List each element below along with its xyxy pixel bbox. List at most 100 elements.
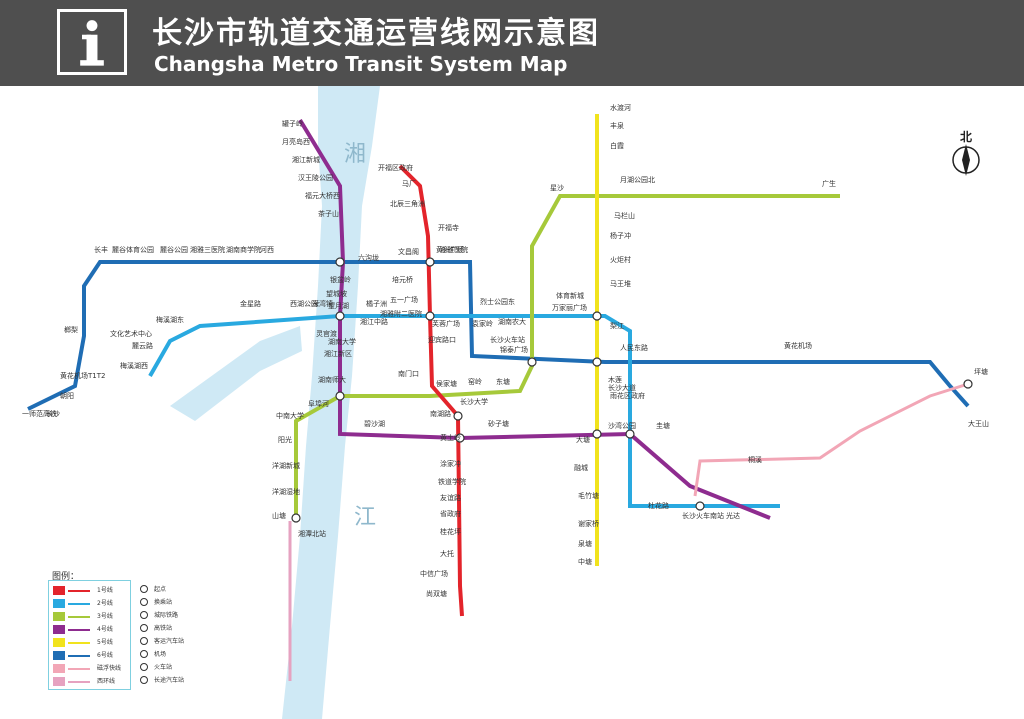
station-label[interactable]: 汉王陵公园 — [298, 173, 333, 182]
station-label[interactable]: 金星路 — [240, 299, 261, 308]
station-label[interactable]: 溁湾镇 — [312, 299, 333, 308]
station-label[interactable]: 茶子山 — [318, 209, 339, 218]
station-label[interactable]: 窑岭 — [468, 377, 482, 386]
station-label[interactable]: 西湖公园 — [290, 299, 318, 308]
station-label[interactable]: 涂家冲 — [440, 459, 461, 468]
station-label[interactable]: 梅溪湖东 — [156, 315, 184, 324]
station-label[interactable]: 碧沙湖 — [364, 419, 385, 428]
station-label[interactable]: 湖南农大 — [498, 317, 526, 326]
station-label[interactable]: 木莲 — [608, 375, 622, 384]
station-label[interactable]: 月亮岛西 — [282, 137, 310, 146]
station-label[interactable]: 铁道学院 — [438, 477, 466, 486]
station-label[interactable]: 马厂 — [402, 180, 416, 188]
station-label[interactable]: 黄花机场 — [784, 341, 812, 350]
station-label[interactable]: 袁家岭 — [472, 319, 493, 328]
station-label[interactable]: 芙蓉广场 — [432, 319, 460, 328]
station-label[interactable]: 泉塘 — [578, 539, 592, 548]
station-label[interactable]: 银盆岭 — [330, 275, 351, 284]
station-label[interactable]: 大塘 — [576, 435, 590, 444]
station-label[interactable]: 文化艺术中心 — [110, 329, 152, 338]
station-label[interactable]: 文昌阁 — [398, 247, 419, 256]
station-label[interactable]: 杜花路 — [648, 501, 669, 510]
station-label[interactable]: 广生 — [822, 179, 836, 188]
station-label[interactable]: 梅溪湖西 — [120, 361, 148, 370]
station-label[interactable]: 谢家桥 — [578, 519, 599, 528]
station-label[interactable]: 火炬村 — [610, 255, 631, 264]
station-label[interactable]: 麓谷公园 — [160, 245, 188, 254]
station-label[interactable]: 长沙火车南站 — [682, 511, 724, 520]
station-label[interactable]: 望月湖 — [328, 301, 349, 310]
station-label[interactable]: 沙湾公园 — [608, 421, 636, 430]
station-label[interactable]: 星沙 — [550, 184, 564, 192]
station-label[interactable]: 马栏山 — [614, 211, 635, 220]
station-label[interactable]: 湘江中路 — [360, 317, 388, 326]
station-label[interactable]: 中信广场 — [420, 569, 448, 578]
station-label[interactable]: 长沙火车站 — [490, 335, 525, 344]
station-label[interactable]: 中南大学 — [276, 411, 304, 420]
station-label[interactable]: 长沙 — [46, 409, 60, 418]
station-label[interactable]: 圭塘 — [656, 421, 670, 430]
station-label[interactable]: 北辰三角洲 — [390, 199, 425, 208]
station-label[interactable]: 山塘 — [272, 511, 286, 520]
station-label[interactable]: 黄花机场T1T2 — [60, 371, 105, 380]
station-label[interactable]: 桂花坪 — [440, 527, 461, 536]
station-label[interactable]: 五一广场 — [390, 295, 418, 304]
station-label[interactable]: 湘雅三医院 — [190, 245, 225, 254]
station-label[interactable]: 望城坡 — [326, 289, 347, 298]
station-label[interactable]: 月湖公园北 — [620, 175, 655, 184]
station-label[interactable]: 湘潭北站 — [298, 529, 326, 538]
metro-map[interactable]: 湘 江 罐子岭月亮岛西湘江新城汉王陵公园福元大桥西茶子山六沟垅开福区政府马厂北辰… — [0, 86, 1024, 719]
station-label[interactable]: 榔梨 — [64, 325, 78, 334]
station-label[interactable]: 南门口 — [398, 369, 419, 378]
station-label[interactable]: 湘江新城 — [292, 155, 320, 164]
station-label[interactable]: 长沙大道 — [608, 383, 636, 392]
station-label[interactable]: 阜埠河 — [308, 399, 329, 408]
station-label[interactable]: 友谊路 — [440, 493, 461, 502]
station-label[interactable]: 雨花区政府 — [610, 391, 645, 400]
station-label[interactable]: 尚双塘 — [426, 589, 447, 598]
station-label[interactable]: 灵官渡 — [316, 329, 337, 338]
station-label[interactable]: 马王堆 — [610, 279, 631, 288]
station-label[interactable]: 湘雅附二医院 — [380, 309, 422, 318]
station-label[interactable]: 大王山 — [968, 419, 989, 428]
station-label[interactable]: 南湖路 — [430, 409, 451, 418]
station-label[interactable]: 麓云路 — [132, 341, 153, 350]
station-label[interactable]: 罐子岭 — [282, 119, 303, 128]
station-label[interactable]: 黄土岭 — [440, 433, 461, 442]
station-label[interactable]: 融城 — [574, 463, 588, 472]
station-label[interactable]: 毛竹塘 — [578, 491, 599, 500]
station-label[interactable]: 大托 — [440, 549, 454, 558]
station-label[interactable]: 黄兴广场 — [436, 245, 464, 254]
station-label[interactable]: 福元大桥西 — [305, 191, 340, 200]
station-label[interactable]: 体育新城 — [556, 291, 584, 300]
station-label[interactable]: 万家丽广场 — [552, 303, 587, 312]
station-label[interactable]: 中塘 — [578, 557, 592, 566]
station-label[interactable]: 河西 — [260, 246, 274, 254]
station-label[interactable]: 迎宾路口 — [428, 335, 456, 344]
station-label[interactable]: 烈士公园东 — [480, 297, 515, 306]
station-label[interactable]: 杨子冲 — [610, 231, 631, 240]
station-label[interactable]: 洋湖新城 — [272, 461, 300, 470]
station-label[interactable]: 省政府 — [440, 509, 461, 518]
station-label[interactable]: 东塘 — [496, 377, 510, 386]
station-label[interactable]: 锦泰广场 — [500, 345, 528, 354]
station-label[interactable]: 桐溪 — [748, 455, 762, 464]
station-label[interactable]: 开福寺 — [438, 223, 459, 232]
station-label[interactable]: 培元桥 — [392, 275, 413, 284]
station-label[interactable]: 湘雅医院 — [440, 245, 468, 254]
station-label[interactable]: 洋湖湿地 — [272, 487, 300, 496]
station-label[interactable]: 朝阳 — [60, 391, 74, 400]
station-label[interactable]: 一师范高铁 — [22, 409, 57, 418]
station-label[interactable]: 湖南师大 — [318, 375, 346, 384]
station-label[interactable]: 阳光 — [278, 435, 292, 444]
station-label[interactable]: 白霞 — [610, 141, 624, 150]
station-label[interactable]: 长丰 — [94, 245, 108, 254]
station-label[interactable]: 水渡河 — [610, 103, 631, 112]
station-label[interactable]: 长沙大学 — [460, 397, 488, 406]
station-label[interactable]: 橘子洲 — [366, 299, 387, 308]
station-label[interactable]: 坪塘 — [974, 367, 988, 376]
station-label[interactable]: 麓谷体育公园 — [112, 245, 154, 254]
station-label[interactable]: 湘江新区 — [324, 349, 352, 358]
station-label[interactable]: 侯家塘 — [436, 379, 457, 388]
station-label[interactable]: 光达 — [726, 511, 740, 520]
